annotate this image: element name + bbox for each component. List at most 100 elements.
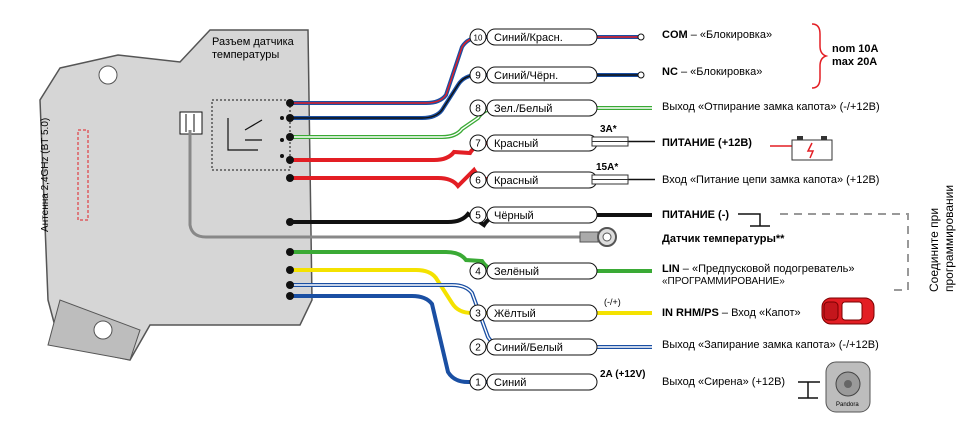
wire-label-7: 7 Красный [469, 134, 598, 152]
pin-1 [286, 292, 294, 300]
rating-nom: nom 10A [832, 43, 879, 55]
wire-label-4: 4 Зелёный [469, 262, 598, 280]
pin-4 [286, 248, 294, 256]
antenna-area [77, 129, 89, 221]
wire-number: 1 [475, 378, 481, 389]
rating-max: max 20A [832, 56, 877, 68]
wire-label-9: 9 Синий/Чёрн. [469, 66, 598, 84]
wire-name-box [486, 28, 598, 46]
wire-name-box [486, 206, 598, 224]
pin-5 [286, 218, 294, 226]
wire-label-8: 8 Зел./Белый [469, 99, 598, 117]
output-w7: ПИТАНИЕ (+12В) [662, 137, 752, 149]
wire-label-1: 1 Синий [469, 373, 598, 391]
wire-name-box [486, 99, 598, 117]
wire-number-badge [469, 304, 487, 322]
antenna-label: Антенна 2,4GHz (BT 5.0) [40, 118, 51, 232]
wire-number: 5 [475, 211, 481, 222]
wire-number: 3 [475, 309, 481, 320]
fuse-3a-label: 3A* [600, 124, 617, 135]
programming-note: Соедините при программировании [927, 185, 956, 292]
wire-name: Красный [494, 138, 538, 150]
wire-label-6: 6 Красный [469, 171, 598, 189]
control-module [39, 29, 313, 361]
output-w5: ПИТАНИЕ (-) [662, 209, 729, 221]
wire-number: 7 [475, 139, 481, 150]
wire-number: 9 [475, 71, 481, 82]
pin-9 [286, 114, 294, 122]
pin-2 [286, 281, 294, 289]
wire-name-box [486, 262, 598, 280]
output-w9: NC – «Блокировка» [662, 66, 762, 78]
wire-name: Чёрный [494, 210, 534, 222]
fuse-15a-icon [591, 174, 629, 185]
wire-number-badge [469, 134, 487, 152]
car-hood-icon [821, 297, 875, 325]
wire-name: Зелёный [494, 266, 539, 278]
output-w10: COM – «Блокировка» [662, 29, 772, 41]
output-w3: IN RHM/PS – Вход «Капот» [662, 307, 801, 319]
output-w4: LIN – «Предпусковой подогреватель» [662, 263, 854, 275]
fuse-3a-icon [591, 136, 629, 147]
wire-number: 2 [475, 343, 481, 354]
wire-name: Зел./Белый [494, 103, 552, 115]
terminal-10 [637, 33, 645, 41]
wire-name-box [486, 304, 598, 322]
temp-connector-label: Разъем датчика температуры [212, 36, 297, 61]
siren-brand: Pandora [836, 402, 859, 408]
connector-pins [286, 33, 645, 300]
wire-name-box [486, 66, 598, 84]
wire-number-badge [469, 373, 487, 391]
wire-label-5: 5 Чёрный [469, 206, 598, 224]
wire-name: Жёлтый [494, 308, 536, 320]
wire-label-10: 10 Синий/Красн. [469, 28, 598, 46]
fuse-15a-label: 15A* [596, 162, 618, 173]
mounting-hole-bottom [93, 320, 113, 340]
wire-name: Синий/Чёрн. [494, 70, 558, 82]
wire-number-badge [469, 206, 487, 224]
pin-6 [286, 174, 294, 182]
output-w4-sub: «ПРОГРАММИРОВАНИЕ» [662, 276, 785, 287]
terminal-9 [637, 71, 645, 79]
wire-number-badge [469, 171, 487, 189]
pin-7 [286, 156, 294, 164]
wire-number-badge [469, 99, 487, 117]
wire-name-box [486, 373, 598, 391]
wire-name: Синий/Красн. [494, 32, 563, 44]
wire-number: 8 [475, 104, 481, 115]
wire-name: Синий/Белый [494, 342, 563, 354]
wire-label-3: 3 Жёлтый [469, 304, 598, 322]
rating-brace [811, 23, 829, 89]
wire-number-badge [469, 262, 487, 280]
wire-label-2: 2 Синий/Белый [469, 338, 598, 356]
programming-bracket [780, 213, 909, 291]
wire-number: 10 [474, 34, 483, 43]
pin-3 [286, 266, 294, 274]
ground-icon [738, 213, 770, 227]
wire-number: 6 [475, 176, 481, 187]
output-w6: Вход «Питание цепи замка капота» (+12В) [662, 174, 879, 186]
output-w1: Выход «Сирена» (+12В) [662, 376, 785, 388]
output-w8: Выход «Отпирание замка капота» (-/+12В) [662, 101, 880, 113]
battery-icon [791, 136, 833, 161]
wire-number-badge [469, 28, 487, 46]
pin-10 [286, 99, 294, 107]
siren-icon: Pandora [825, 361, 871, 413]
output-w2: Выход «Запирание замка капота» (-/+12В) [662, 339, 879, 351]
wire-name: Красный [494, 175, 538, 187]
wire-name: Синий [494, 377, 526, 389]
wire-name-box [486, 338, 598, 356]
siren-fuse-label: 2A (+12V) [600, 369, 645, 380]
wire-number: 4 [475, 267, 481, 278]
pin-8 [286, 133, 294, 141]
wire-number-badge [469, 66, 487, 84]
output-temp: Датчик температуры** [662, 233, 785, 245]
wire-3 [290, 268, 652, 315]
temperature-sensor-wire [188, 130, 580, 239]
temperature-sensor-icon [579, 227, 617, 247]
siren-wire [798, 381, 820, 399]
mounting-hole-top [98, 65, 118, 85]
wire-number-badge [469, 338, 487, 356]
